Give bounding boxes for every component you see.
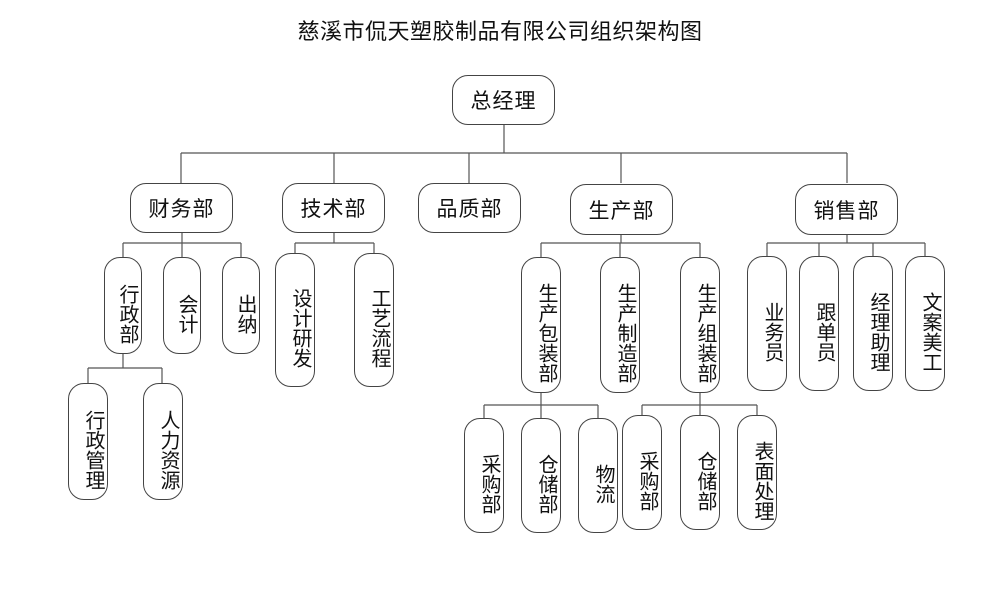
node-manager-assistant: 经理助理 [853, 256, 893, 391]
connector-assembly [641, 392, 758, 415]
node-general-manager: 总经理 [452, 75, 555, 125]
chart-title: 慈溪市侃天塑胶制品有限公司组织架构图 [297, 20, 703, 45]
node-production-manufacturing: 生产制造部 [600, 257, 640, 393]
connector-sales [766, 234, 926, 256]
node-order-follower: 跟单员 [799, 256, 839, 391]
node-production-packaging: 生产包装部 [521, 257, 561, 393]
node-finance-dept: 财务部 [130, 183, 233, 233]
node-sales-dept: 销售部 [795, 184, 898, 235]
node-quality-dept: 品质部 [418, 183, 521, 233]
node-design-rd: 设计研发 [275, 253, 315, 387]
node-process-flow: 工艺流程 [354, 253, 394, 387]
node-production-dept: 生产部 [570, 184, 673, 235]
node-packaging-logistics: 物流 [578, 418, 618, 533]
node-salesman: 业务员 [747, 256, 787, 391]
connector-root [180, 124, 848, 183]
node-production-assembly: 生产组装部 [680, 257, 720, 393]
connector-production [540, 234, 701, 257]
node-surface-treatment: 表面处理 [737, 415, 777, 530]
node-assembly-purchasing: 采购部 [622, 415, 662, 530]
node-admin-management: 行政管理 [68, 383, 108, 500]
connector-packaging [483, 392, 599, 418]
connector-admin [87, 353, 163, 383]
connector-finance [122, 232, 242, 257]
node-admin-dept: 行政部 [104, 257, 142, 354]
node-tech-dept: 技术部 [282, 183, 385, 233]
node-copy-art: 文案美工 [905, 256, 945, 391]
connector-tech [294, 232, 375, 253]
node-cashier: 出纳 [222, 257, 260, 354]
node-packaging-warehouse: 仓储部 [521, 418, 561, 533]
node-accounting: 会计 [163, 257, 201, 354]
node-assembly-warehouse: 仓储部 [680, 415, 720, 530]
node-human-resources: 人力资源 [143, 383, 183, 500]
node-packaging-purchasing: 采购部 [464, 418, 504, 533]
